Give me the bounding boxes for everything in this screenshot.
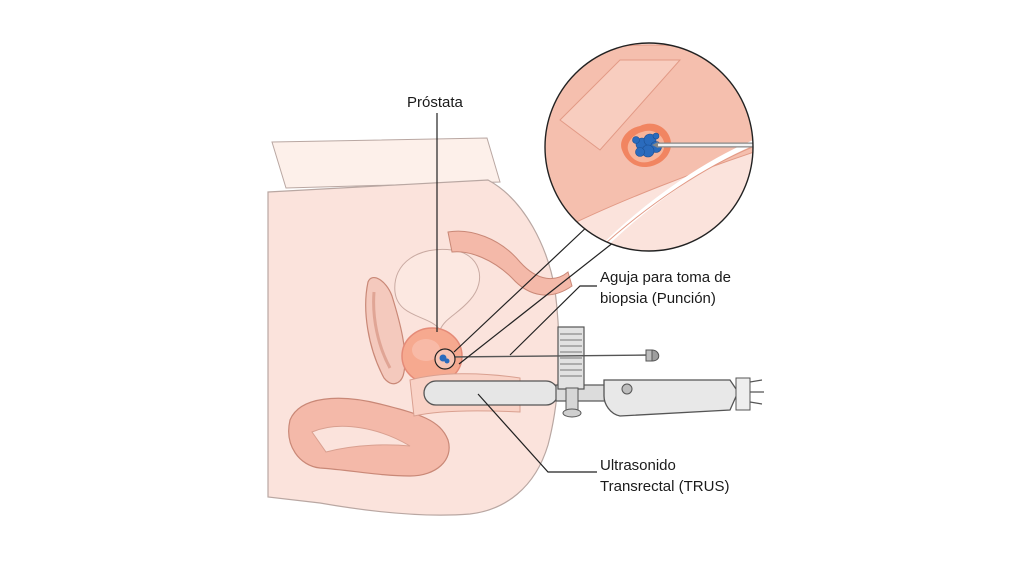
magnified-inset [544,42,754,252]
probe-leader [477,393,597,473]
needle-label-line2: biopsia (Punción) [600,290,716,307]
body-section [267,137,573,516]
needle-label-line1: Aguja para toma de [600,269,731,286]
probe-label-line2: Transrectal (TRUS) [600,478,730,495]
trus-probe [423,326,764,418]
target-marker [434,348,456,370]
needle-leader [509,285,597,356]
rectal-wall [447,230,573,296]
leader-lines [436,113,615,473]
prostate-label: Próstata [407,94,463,111]
probe-label-line1: Ultrasonido [600,457,676,474]
pubic-bone [365,277,406,385]
magnifier-leader-1 [453,223,591,353]
biopsy-needle [445,349,660,362]
magnifier-leader-2 [458,241,615,365]
waist-band [271,137,501,189]
